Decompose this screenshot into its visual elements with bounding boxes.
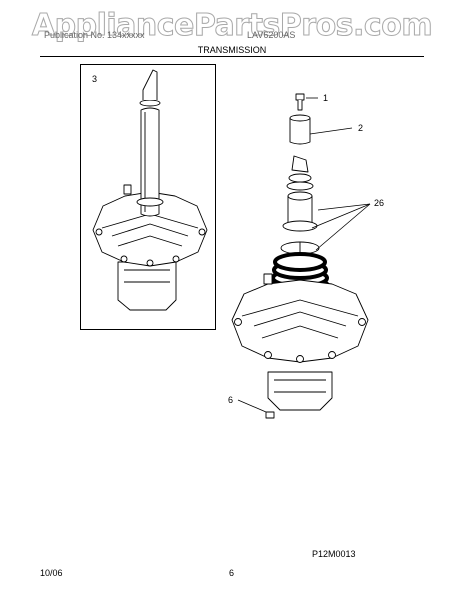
part-26-seals [280, 173, 320, 255]
part-6-bolt [265, 411, 275, 419]
header-publication: Publication No. 134xxxxx [44, 30, 145, 40]
section-title: TRANSMISSION [197, 45, 267, 55]
callout-2: 2 [358, 123, 364, 133]
transmission-assembly-inset [92, 69, 208, 311]
callout-6: 6 [228, 395, 234, 405]
part-1-screw [295, 93, 305, 111]
leader-lines [237, 97, 371, 413]
callout-26: 26 [374, 198, 385, 208]
transmission-housing [231, 273, 369, 411]
header-model: LAV6200AS [247, 30, 296, 40]
inset-frame [80, 64, 216, 330]
watermark-logo: AppliancePartsPros.com [31, 8, 433, 44]
part-2-sleeve [289, 114, 311, 145]
header-rule [40, 56, 424, 57]
callout-3: 3 [92, 74, 98, 84]
figure-code: P12M0013 [312, 549, 356, 559]
callout-1: 1 [323, 93, 329, 103]
footer-date: 10/06 [40, 568, 63, 578]
footer-page-number: 6 [229, 568, 235, 578]
